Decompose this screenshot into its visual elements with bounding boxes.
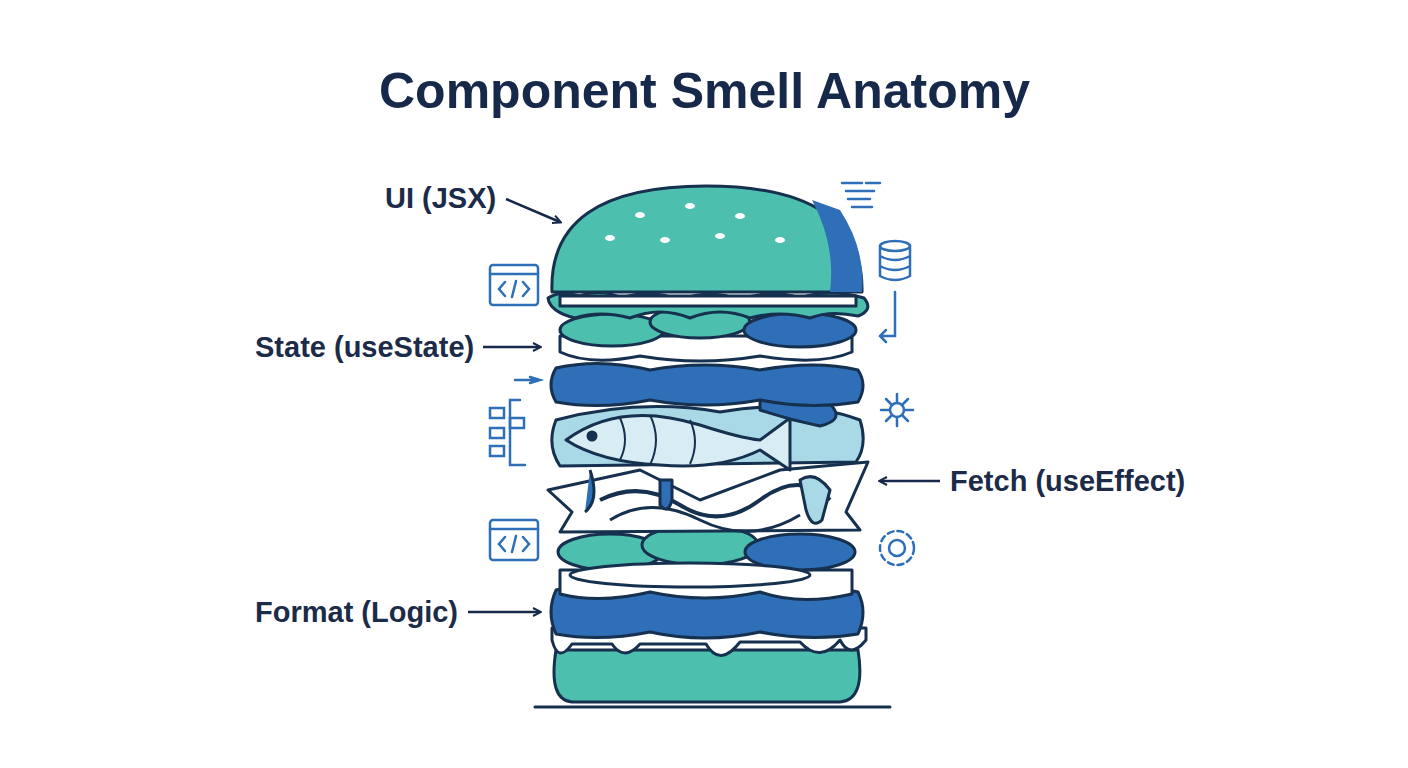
- diagram-title: Component Smell Anatomy: [379, 62, 1030, 120]
- callout-label: Fetch (useEffect): [950, 465, 1185, 498]
- callout-label: Format (Logic): [255, 596, 458, 629]
- callout-label: State (useState): [255, 331, 474, 364]
- callout-label: UI (JSX): [385, 182, 496, 215]
